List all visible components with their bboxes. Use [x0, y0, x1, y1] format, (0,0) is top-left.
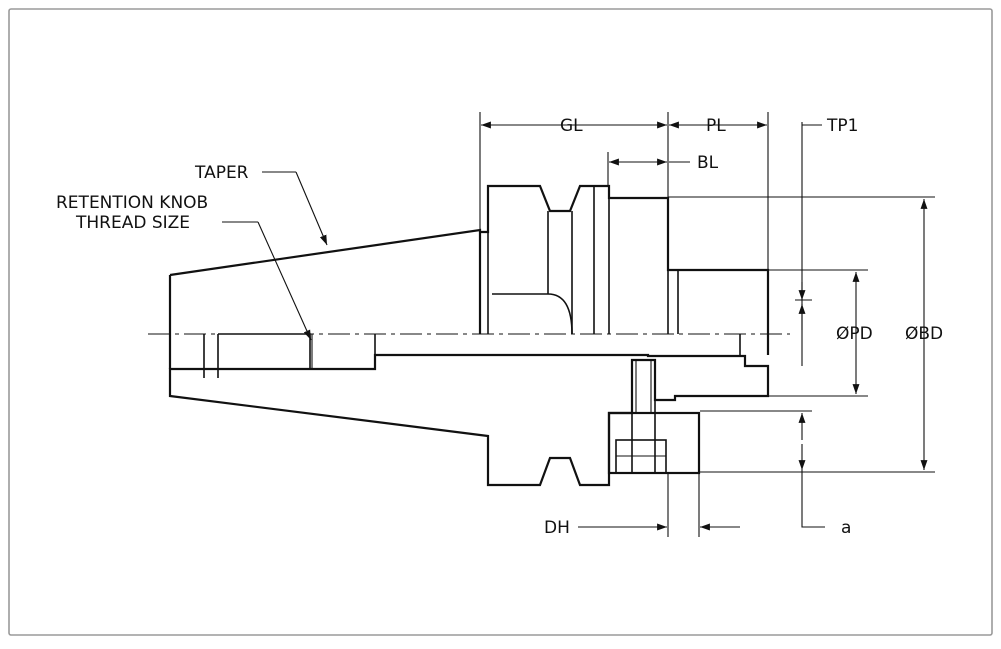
outline-upper-half: [168, 184, 770, 378]
bl-label: BL: [697, 153, 719, 173]
tp1-label: TP1: [826, 116, 858, 136]
dimension-lines: [222, 112, 935, 537]
a-label: a: [841, 518, 851, 538]
drive-key-block: [607, 411, 701, 475]
drawing-frame: [8, 8, 993, 636]
section-hatched-half: [168, 353, 770, 487]
pl-label: PL: [706, 116, 726, 136]
dh-label: DH: [544, 518, 570, 538]
gl-label: GL: [560, 116, 583, 136]
pd-label: ØPD: [836, 324, 873, 344]
taper-label: TAPER: [194, 163, 249, 183]
retention-knob-label-line1: RETENTION KNOB: [56, 193, 208, 213]
retention-knob-label-line2: THREAD SIZE: [75, 213, 190, 233]
bd-label: ØBD: [905, 324, 943, 344]
